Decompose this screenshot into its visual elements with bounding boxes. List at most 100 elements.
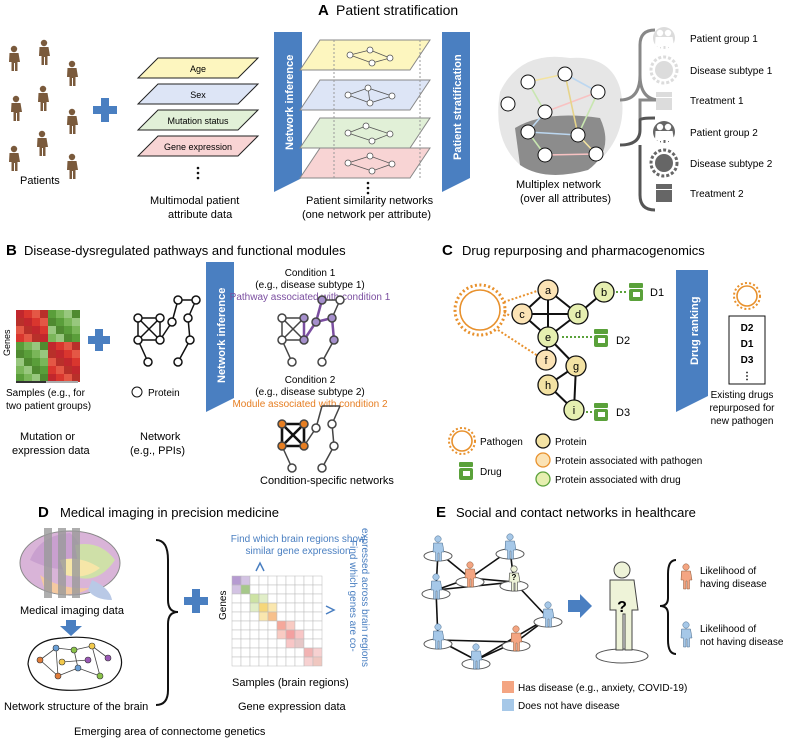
matrix-cell xyxy=(240,656,251,667)
down-arrow-d xyxy=(60,620,82,636)
heatmap-cell xyxy=(64,310,72,318)
panel-e: E Social and contact networks in healthc… xyxy=(421,504,784,712)
matrix-cell xyxy=(285,602,296,613)
matrix-cell xyxy=(267,584,278,595)
panel-e-title: Social and contact networks in healthcar… xyxy=(456,505,696,520)
matrix-cell xyxy=(303,611,314,622)
panel-c-title: Drug repurposing and pharmacogenomics xyxy=(462,243,705,258)
genes-label-d: Genes xyxy=(218,591,229,620)
matrix-cell xyxy=(303,647,314,658)
matrix-cell xyxy=(276,620,287,631)
arrow-network-inference-b: Network inference xyxy=(206,262,234,412)
matrix-cell xyxy=(258,656,269,667)
matrix-cell xyxy=(231,629,242,640)
heatmap-cell xyxy=(56,342,64,350)
attr-label-1: Multimodal patient xyxy=(150,195,239,207)
matrix-cell xyxy=(231,602,242,613)
rank-1: D2 xyxy=(741,323,754,334)
heatmap-cell xyxy=(48,358,56,366)
mini-network-4 xyxy=(344,152,396,175)
arrow-a2-label: Patient stratification xyxy=(452,54,464,160)
matrix-cell xyxy=(294,620,305,631)
drug-d1: D1 xyxy=(650,287,664,299)
matrix-cell xyxy=(276,593,287,604)
matrix-cell xyxy=(267,638,278,649)
matrix-cell xyxy=(312,629,323,640)
panel-d: D Medical imaging in precision medicine … xyxy=(4,504,370,738)
protein-network xyxy=(521,289,605,411)
matrix-cell xyxy=(258,575,269,586)
matrix-cell xyxy=(312,656,323,667)
matrix-cell xyxy=(249,638,260,649)
top-label-1: Find which brain regions show xyxy=(231,534,366,545)
brain-network xyxy=(27,636,123,691)
matrix-cell xyxy=(231,575,242,586)
similarity-stack xyxy=(299,39,431,195)
heatmap-cell xyxy=(24,318,32,326)
matrix-cell xyxy=(294,647,305,658)
heatmap-cell xyxy=(48,310,56,318)
heatmap-cell xyxy=(40,374,48,382)
matrix-cell xyxy=(267,611,278,622)
matrix-cell xyxy=(312,575,323,586)
legend-not: Does not have disease xyxy=(518,701,620,712)
mini-network-2 xyxy=(344,84,396,107)
matrix-cell xyxy=(258,611,269,622)
samples-label-d: Samples (brain regions) xyxy=(232,677,349,689)
matrix-cell xyxy=(267,593,278,604)
condition-2-network xyxy=(277,405,341,473)
arrow-a1-label: Network inference xyxy=(284,55,296,150)
legend-has: Has disease (e.g., anxiety, COVID-19) xyxy=(518,683,687,694)
heatmap-cell xyxy=(56,310,64,318)
footer-label: Emerging area of connectome genetics xyxy=(74,726,266,738)
matrix-cell xyxy=(231,593,242,604)
mini-network-1 xyxy=(346,46,394,67)
heatmap-cell xyxy=(40,366,48,374)
unknown-person-large xyxy=(595,561,649,664)
heatmap-cell xyxy=(64,326,72,334)
heatmap-cell xyxy=(24,334,32,342)
node-f: f xyxy=(544,355,548,367)
heatmap-cell xyxy=(24,342,32,350)
matrix-cell xyxy=(312,638,323,649)
legend-pathogen: Pathogen xyxy=(480,437,523,448)
legend-not-swatch xyxy=(502,699,514,711)
genes-label-b: Genes xyxy=(2,329,12,356)
plus-a xyxy=(93,98,117,122)
panel-d-title: Medical imaging in precision medicine xyxy=(60,505,279,520)
heatmap-cell xyxy=(40,358,48,366)
heatmap-cell xyxy=(16,326,24,334)
cond2-module: Module associated with condition 2 xyxy=(232,399,388,410)
side-label-2: expressed across brain regions xyxy=(359,528,370,667)
matrix-cell xyxy=(267,629,278,640)
heatmap-cell xyxy=(32,350,40,358)
node-i: i xyxy=(573,405,575,417)
matrix-cell xyxy=(276,656,287,667)
group2-label: Patient group 2 xyxy=(690,128,758,139)
heatmap-cell xyxy=(32,326,40,334)
patients-icons xyxy=(9,39,78,179)
heatmap-cell xyxy=(16,374,24,382)
large-question: ? xyxy=(617,599,627,616)
heatmap-cell xyxy=(40,334,48,342)
node-c: c xyxy=(519,309,525,321)
treatment1-label: Treatment 1 xyxy=(690,96,744,107)
node-d: d xyxy=(575,309,581,321)
matrix-cell xyxy=(303,656,314,667)
heatmap-cell xyxy=(48,366,56,374)
matrix-cell xyxy=(249,575,260,586)
multiplex-label-2: (over all attributes) xyxy=(520,193,611,205)
arrow-drug-ranking: Drug ranking xyxy=(676,270,708,412)
matrix-cell xyxy=(285,656,296,667)
matrix-cell xyxy=(249,584,260,595)
matrix-cell xyxy=(249,647,260,658)
heatmap-cell xyxy=(48,374,56,382)
likely-1a: Likelihood of xyxy=(700,566,756,577)
node-h: h xyxy=(545,380,551,392)
matrix-cell xyxy=(285,629,296,640)
panel-c-legend: Pathogen Drug Protein Protein associated… xyxy=(448,427,702,487)
panel-c-letter: C xyxy=(442,242,453,259)
attr-age: Age xyxy=(190,64,206,74)
heatmap-cell xyxy=(64,374,72,382)
heatmap-cell xyxy=(72,318,80,326)
